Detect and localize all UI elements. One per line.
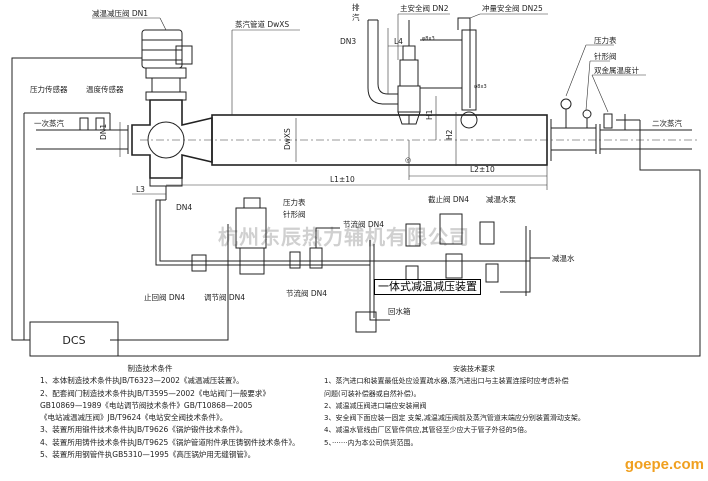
label-flush-safety-valve: 冲量安全阀 DN25 (482, 3, 543, 13)
label-h1: H1 (425, 109, 434, 120)
label-desuperheating-water: 减温水 (552, 253, 575, 263)
device-banner: 一体式减温减压装置 (374, 279, 481, 295)
install-title: 安装技术要求 (453, 365, 495, 373)
mfg-line: 3、装置所用锻件技术条件执JB/T9626《锅炉锻件技术条件》。 (40, 425, 248, 435)
install-line: 2、减温减压阀进口端应安装闸阀 (324, 401, 427, 410)
label-l1: L1±10 (330, 175, 355, 184)
label-group: 减温减压阀 DN1 蒸汽管道 DwXS 主安全阀 DN2 冲量安全阀 DN25 … (30, 2, 682, 316)
site-watermark: goepe.com (624, 456, 704, 473)
install-line: 1、蒸汽进口和装置最低处应设置疏水器,蒸汽进出口与主装置连接时应考虑补偿 (324, 377, 569, 386)
label-main-safety-valve: 主安全阀 DN2 (400, 3, 449, 13)
label-l4: L4 (394, 37, 403, 46)
inlet-pipe (36, 125, 133, 154)
label-d1: φ8x3 (422, 36, 435, 42)
outlet-instruments (560, 98, 640, 130)
main-safety-valve (367, 19, 421, 125)
label-pressure-gauge-mid: 压力表 (283, 197, 306, 207)
pressure-reducing-valve (131, 29, 213, 200)
label-dn1: DN1 (99, 124, 108, 140)
label-dwxs: DwXS (283, 128, 292, 150)
install-line: 问题(可装补偿器或自然补偿)。 (324, 389, 421, 398)
label-pressure-reducing-valve: 减温减压阀 DN1 (92, 8, 148, 18)
label-exhaust-1: 排 (352, 2, 360, 12)
label-throttle-valve-mid: 节流阀 DN4 (343, 219, 384, 229)
water-line (155, 197, 550, 333)
install-line: 4、减温水管线由厂区管件供应,其管径至少应大于管子外径的5倍。 (324, 426, 532, 435)
label-temp-sensor: 温度传感器 (86, 84, 124, 94)
mfg-line: 《电站减温减压阀》JB/T9624《电站安全阀技术条件》。 (40, 413, 228, 423)
label-h2: H2 (445, 129, 454, 140)
label-bimetal-thermometer: 双金属温度计 (594, 65, 639, 75)
install-line: 5、·······内为本公司供货范围。 (324, 438, 418, 447)
label-pressure-sensor: 压力传感器 (30, 84, 68, 94)
label-primary-steam: 一次蒸汽 (34, 118, 64, 128)
mfg-notes: 制造技术条件 1、本体制造技术条件执JB/T6323—2002《减温减压装置》。… (40, 363, 300, 461)
label-mark: ◎ (405, 156, 411, 164)
signal-loop (11, 57, 701, 357)
label-stop-valve: 止回阀 DN4 (144, 292, 185, 302)
watermark: 杭州东辰热力辅机有限公司 (218, 225, 470, 249)
label-regulating-valve: 调节阀 DN4 (204, 293, 245, 302)
leader-lines (92, 13, 646, 115)
label-needle-valve-mid: 针形阀 (283, 209, 306, 219)
label-l2: L2±10 (470, 165, 495, 174)
dcs-label: DCS (62, 334, 85, 347)
label-return-tank: 回水箱 (388, 306, 411, 316)
label-desuperheating-pump: 减温水泵 (486, 194, 516, 204)
label-check-valve: 截止阀 DN4 (428, 194, 469, 204)
label-exhaust-2: 汽 (352, 12, 360, 22)
steam-pipe (140, 114, 700, 166)
install-line: 3、安全阀下面应装一固定 支架,减温减压阀前及蒸汽管道末端应分别装置滑动支架。 (324, 414, 585, 423)
label-throttle-valve: 节流阀 DN4 (286, 288, 327, 298)
install-notes: 安装技术要求 1、蒸汽进口和装置最低处应设置疏水器,蒸汽进出口与主装置连接时应考… (324, 363, 585, 449)
mfg-line: GB10869—1989《电站调节阀技术条件》GB/T10868—2005 (40, 400, 253, 410)
inlet-sensors (24, 112, 111, 131)
label-pressure-gauge-top: 压力表 (594, 35, 617, 45)
label-l3: L3 (136, 185, 145, 194)
mfg-line: 2、配套阀门制造技术条件执JB/T3595—2002《电站阀门一般要求》 (40, 388, 270, 398)
mfg-line: 1、本体制造技术条件执JB/T6323—2002《减温减压装置》。 (40, 376, 244, 386)
dcs-box: DCS (29, 321, 119, 357)
label-dn3: DN3 (340, 37, 356, 46)
dimensions (119, 28, 548, 195)
label-d2: φ8x3 (474, 84, 487, 90)
mfg-line: 4、装置所用铸件技术条件执JB/T9625《锅炉管道附件承压铸钢件技术条件》。 (40, 437, 300, 447)
impulse-safety-valve (420, 17, 478, 129)
mfg-title: 制造技术条件 (127, 364, 173, 373)
label-needle-valve-top: 针形阀 (594, 51, 617, 61)
mfg-line: 5、装置所用钢管件执GB5310—1995《高压锅炉用无缝钢管》。 (40, 450, 256, 460)
label-secondary-steam: 二次蒸汽 (652, 118, 682, 128)
label-dn4: DN4 (176, 203, 192, 212)
label-steam-pipe: 蒸汽管道 DwXS (235, 19, 289, 29)
